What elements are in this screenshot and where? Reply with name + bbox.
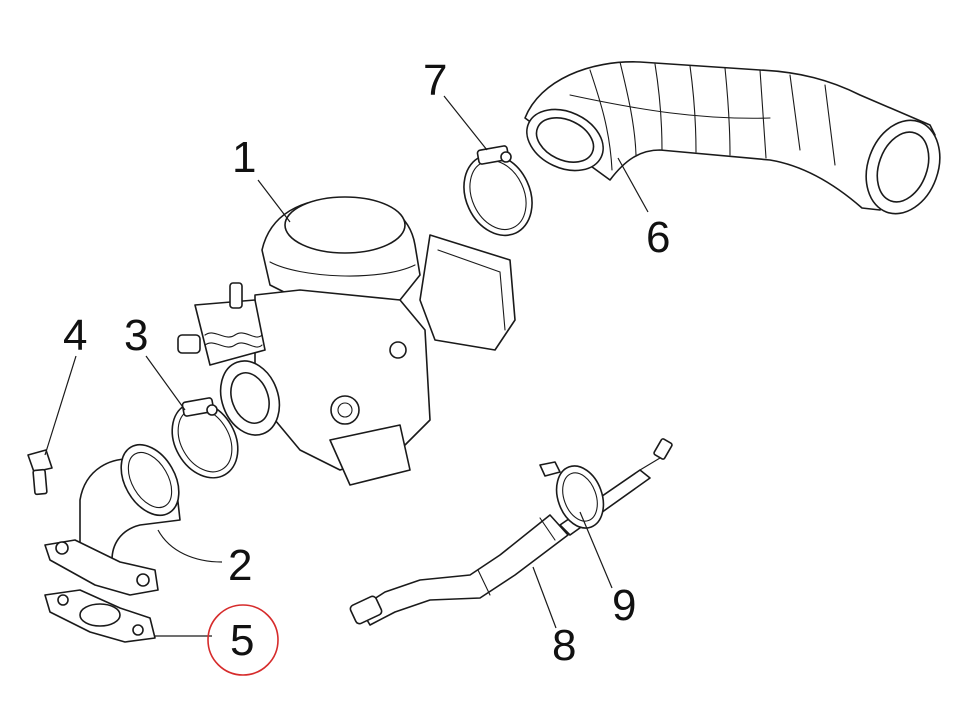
leader-6 (617, 157, 649, 213)
leader-lines (44, 95, 649, 637)
callout-1: 1 (232, 133, 256, 182)
callout-4: 4 (63, 311, 87, 360)
callout-9: 9 (612, 581, 636, 630)
leader-2 (157, 529, 223, 563)
callout-2: 2 (228, 541, 252, 590)
carburetor-drawing (177, 196, 516, 486)
callout-5: 5 (230, 616, 254, 665)
hose-clamp-7-drawing (463, 145, 533, 237)
callout-3: 3 (124, 311, 148, 360)
intake-manifold-drawing (44, 443, 181, 596)
leader-7 (443, 95, 488, 151)
callout-labels: 1 2 3 4 5 6 7 8 9 (63, 56, 670, 670)
callout-8: 8 (552, 621, 576, 670)
hose-clamp-3-drawing (171, 397, 239, 479)
bolt-drawing (27, 449, 53, 496)
callout-7: 7 (423, 56, 447, 105)
hose-clamp-9-drawing (539, 461, 605, 529)
highlight-circle (207, 604, 279, 676)
gasket-drawing (44, 589, 156, 643)
leader-3 (145, 355, 186, 411)
leader-9 (579, 511, 613, 589)
leader-4 (44, 355, 77, 456)
air-intake-hose-drawing (524, 61, 941, 215)
leader-8 (532, 566, 557, 629)
callout-6: 6 (646, 213, 670, 262)
leader-1 (257, 179, 291, 223)
